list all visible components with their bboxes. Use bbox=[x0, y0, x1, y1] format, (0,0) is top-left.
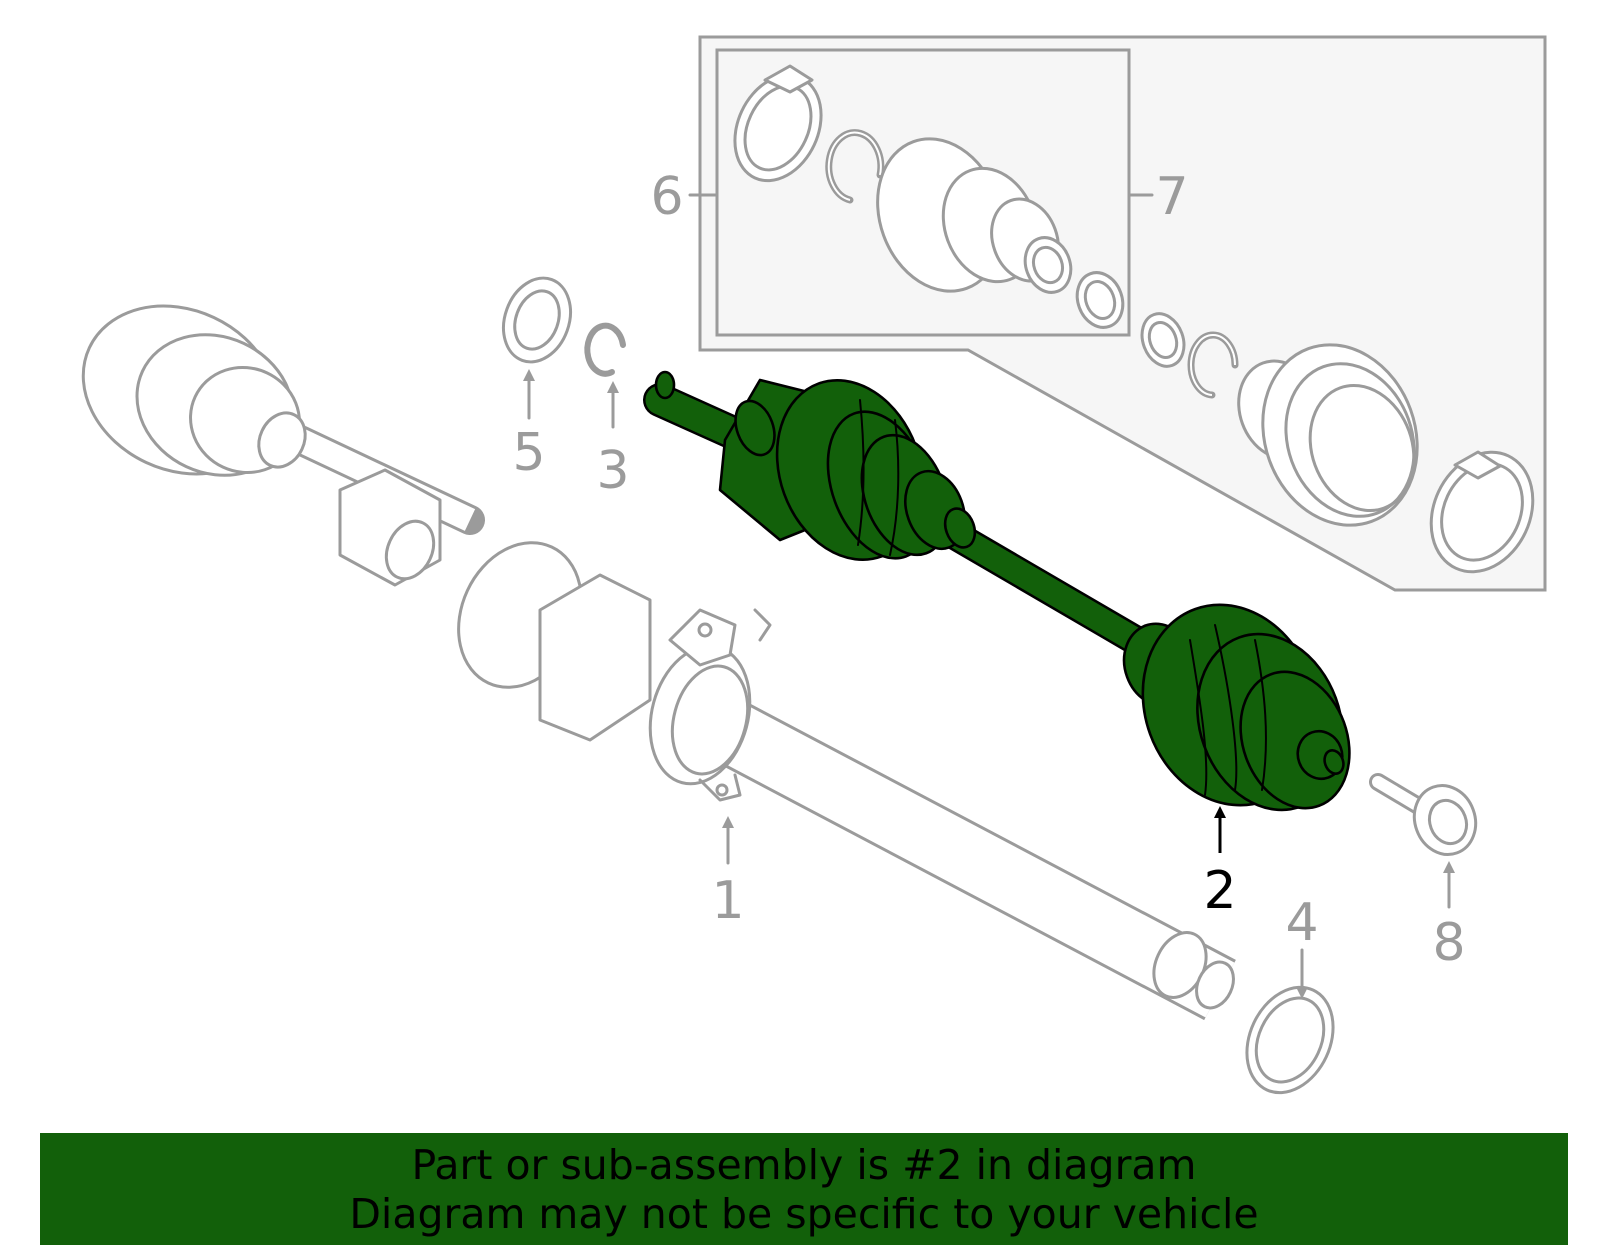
callout-4: 4 bbox=[1285, 893, 1318, 953]
cv-axle-part-2-highlighted bbox=[643, 370, 1351, 812]
callout-2: 2 bbox=[1203, 861, 1236, 921]
inner-boot-kit bbox=[733, 64, 1125, 329]
callout-7: 7 bbox=[1155, 167, 1188, 227]
callout-3: 3 bbox=[596, 441, 629, 501]
banner-line-part-number: Part or sub-assembly is #2 in diagram bbox=[411, 1141, 1197, 1189]
seal-part-5 bbox=[502, 276, 572, 364]
callout-1: 1 bbox=[711, 871, 744, 931]
bolt-part-8 bbox=[1369, 773, 1478, 856]
outer-boot-kit bbox=[1140, 312, 1535, 574]
callout-leaders bbox=[523, 193, 1455, 999]
callout-5: 5 bbox=[512, 423, 545, 483]
callout-6: 6 bbox=[650, 167, 683, 227]
callout-labels: 1 2 3 4 5 6 7 8 bbox=[512, 167, 1465, 973]
snap-ring-part-3 bbox=[584, 322, 626, 377]
intermediate-shaft-part-1 bbox=[81, 304, 1236, 1021]
banner-line-disclaimer: Diagram may not be specific to your vehi… bbox=[349, 1190, 1259, 1238]
seal-part-4 bbox=[1245, 985, 1335, 1095]
callout-8: 8 bbox=[1432, 913, 1465, 973]
part-info-banner: Part or sub-assembly is #2 in diagram Di… bbox=[40, 1133, 1568, 1245]
